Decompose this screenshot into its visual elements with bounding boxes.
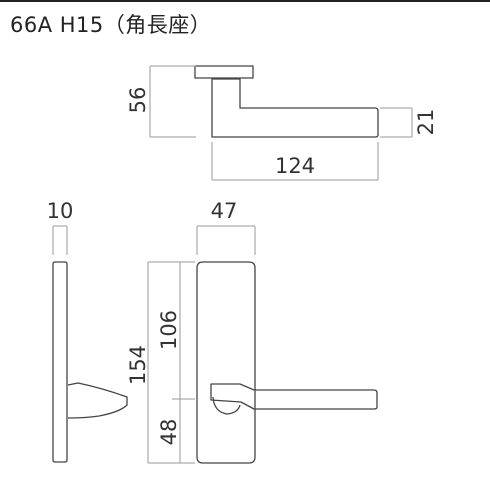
top-view xyxy=(194,65,379,138)
side-plate xyxy=(52,261,68,463)
front-lever xyxy=(210,383,378,410)
side-view xyxy=(52,261,128,463)
dim-lever-length: 124 xyxy=(275,154,315,178)
top-rose xyxy=(194,65,254,79)
dim-side-thickness: 10 xyxy=(47,199,74,223)
front-view-dimensions xyxy=(147,225,256,464)
top-view-dimensions xyxy=(149,65,413,181)
front-plate xyxy=(196,261,256,464)
dim-plate-length: 154 xyxy=(126,345,150,385)
top-lever xyxy=(211,78,379,138)
dim-plate-width: 47 xyxy=(211,199,238,223)
dim-top-height: 56 xyxy=(126,87,150,114)
front-rosette xyxy=(212,396,241,415)
side-view-dimensions xyxy=(52,225,68,255)
dim-lower-section: 48 xyxy=(157,419,181,446)
front-view xyxy=(196,261,378,464)
side-lever xyxy=(67,382,128,419)
page-title: 66A H15（角長座） xyxy=(10,13,212,37)
dim-upper-section: 106 xyxy=(157,310,181,350)
dim-lever-height: 21 xyxy=(414,109,438,136)
title-rule xyxy=(0,0,490,2)
